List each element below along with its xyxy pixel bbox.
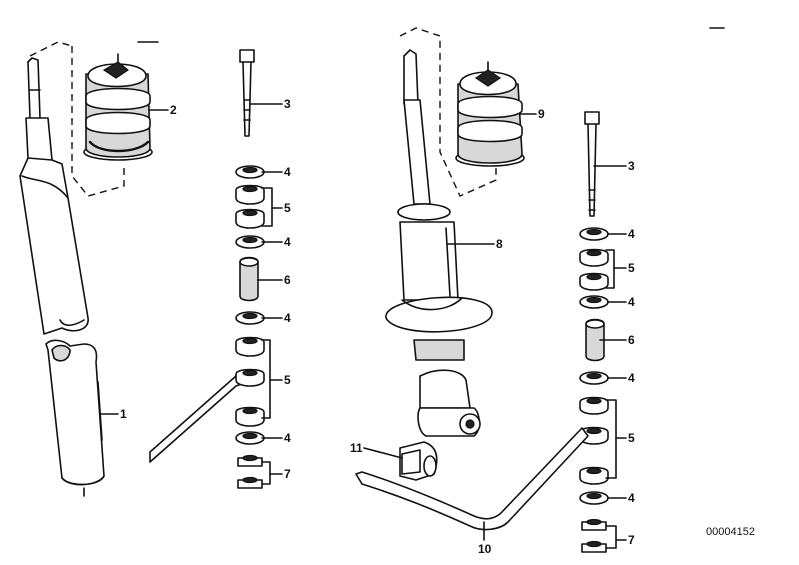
callout-3: 3	[628, 159, 635, 173]
rubber-buffer-right	[455, 61, 525, 167]
callout-4: 4	[628, 491, 635, 505]
callout-labels: 1 2 3 4 5 4 6 4 5 4 7 8 9 3 4 5 4 6 4 5 …	[120, 97, 755, 556]
callout-2: 2	[170, 103, 177, 117]
callout-7: 7	[284, 467, 291, 481]
callout-8: 8	[496, 237, 503, 251]
callout-4: 4	[284, 235, 291, 249]
callout-5: 5	[628, 261, 635, 275]
shock-absorber-left	[19, 41, 159, 497]
callout-4: 4	[628, 227, 635, 241]
reference-code: 00004152	[706, 526, 755, 538]
callout-9: 9	[538, 107, 545, 121]
callout-5: 5	[284, 373, 291, 387]
leader-lines	[99, 27, 725, 541]
callout-6: 6	[628, 333, 635, 347]
callout-4: 4	[628, 371, 635, 385]
callout-5: 5	[628, 431, 635, 445]
stabilizer-bracket	[399, 441, 438, 481]
callout-11: 11	[350, 441, 363, 455]
callout-4: 4	[628, 295, 635, 309]
callout-5: 5	[284, 201, 291, 215]
rubber-buffer-left	[71, 46, 153, 197]
stabilizer-bar	[355, 427, 589, 531]
callout-4: 4	[284, 311, 291, 325]
mounting-stack-right	[579, 111, 617, 553]
callout-10: 10	[478, 542, 492, 556]
callout-4: 4	[284, 165, 291, 179]
spring-strut-right	[385, 27, 497, 437]
callout-4: 4	[284, 431, 291, 445]
callout-6: 6	[284, 273, 291, 287]
callout-7: 7	[628, 533, 635, 547]
callout-3: 3	[284, 97, 291, 111]
callout-1: 1	[120, 407, 127, 421]
mounting-stack-left	[149, 49, 273, 489]
